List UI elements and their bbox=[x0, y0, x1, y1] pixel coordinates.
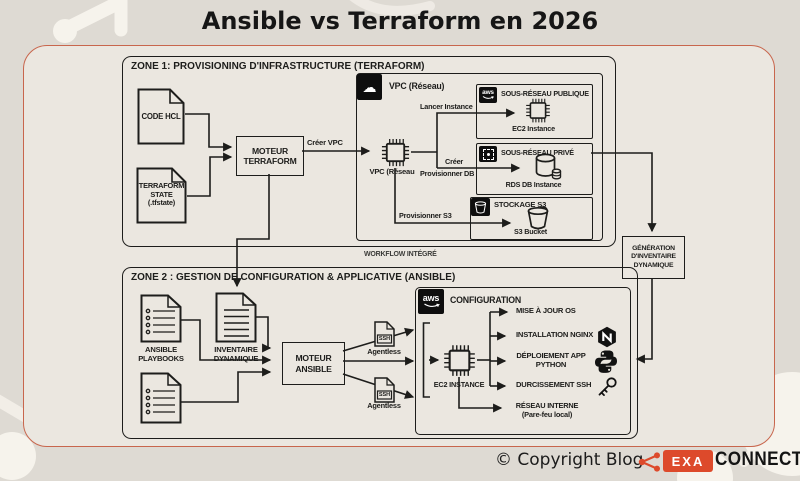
vpc-box bbox=[356, 73, 603, 241]
share-network-icon bbox=[638, 452, 660, 472]
generation-inventaire-label: GÉNÉRATION D'INVENTAIRE DYNAMIQUE bbox=[631, 245, 676, 269]
ec2-instance-label: EC2 Instance bbox=[512, 124, 555, 133]
code-hcl-document: CODE HCL bbox=[137, 88, 185, 145]
playbook-document-2 bbox=[140, 372, 182, 424]
moteur-terraform-box: MOTEUR TERRAFORM bbox=[236, 136, 304, 176]
copyright-text: © Copyright Blog bbox=[495, 450, 644, 470]
configuration-aws-badge: aws bbox=[418, 289, 444, 314]
s3-title: STOCKAGE S3 bbox=[494, 200, 547, 209]
task-reseau-interne: RÉSEAU INTERNE (Pare-feu local) bbox=[515, 401, 579, 419]
vpc-cloud-badge: ☁ bbox=[357, 74, 382, 100]
key-icon bbox=[598, 377, 617, 396]
logo-exa-badge: EXA bbox=[663, 450, 713, 472]
code-hcl-label: CODE HCL bbox=[141, 112, 181, 121]
ec2-chip-icon bbox=[526, 98, 550, 123]
config-ec2-label: EC2 INSTANCE bbox=[433, 380, 485, 389]
zone2-box bbox=[122, 267, 638, 439]
aws-logo-large: aws bbox=[422, 293, 440, 303]
ssh-label-top: SSH bbox=[378, 336, 391, 342]
task-installation-nginx: INSTALLATION NGINX bbox=[516, 330, 594, 339]
page-title: Ansible vs Terraform en 2026 bbox=[201, 7, 599, 35]
configuration-title: CONFIGURATION bbox=[450, 295, 522, 305]
public-subnet-title: SOUS-RÉSEAU PUBLIQUE bbox=[501, 89, 589, 98]
zone2-title: ZONE 2 : GESTION DE CONFIGURATION & APPL… bbox=[131, 272, 456, 283]
private-subnet-badge bbox=[479, 146, 497, 162]
agentless-label-bottom: Agentless bbox=[367, 401, 401, 410]
provisionner-db-label: Provisionner DB bbox=[420, 169, 475, 178]
ssh-label-bottom: SSH bbox=[378, 392, 391, 398]
rds-database-icon bbox=[535, 153, 562, 180]
ssh-document-top: SSH bbox=[374, 321, 395, 347]
zone1-title: ZONE 1: PROVISIONING D'INFRASTRUCTURE (T… bbox=[131, 61, 425, 72]
python-icon bbox=[595, 350, 617, 373]
config-ec2-chip-icon bbox=[444, 345, 475, 376]
agentless-label-top: Agentless bbox=[367, 347, 401, 356]
lancer-instance-label: Lancer Instance bbox=[420, 102, 473, 111]
inventaire-dynamique-document bbox=[215, 292, 257, 343]
creer-label: Créer bbox=[445, 157, 464, 166]
ansible-playbooks-document bbox=[140, 294, 182, 343]
aws-smile-icon bbox=[482, 96, 494, 100]
private-subnet-title: SOUS-RÉSEAU PRIVÉ bbox=[501, 148, 574, 157]
public-subnet-aws-badge: aws bbox=[479, 87, 497, 103]
cloud-icon: ☁ bbox=[362, 79, 377, 95]
task-durcissement-ssh: DURCISSEMENT SSH bbox=[516, 380, 592, 389]
vpc-title: VPC (Réseau) bbox=[389, 81, 445, 91]
bucket-icon bbox=[474, 200, 487, 214]
moteur-ansible-box: MOTEUR ANSIBLE bbox=[282, 342, 345, 385]
inventaire-dynamique-label: INVENTAIRE DYNAMIQUE bbox=[213, 345, 259, 363]
task-mise-a-jour-os: MISE À JOUR OS bbox=[516, 306, 576, 315]
terraform-state-label: TERRAFORM STATE (.tfstate) bbox=[138, 181, 185, 208]
vpc-chip-label: VPC (Réseau bbox=[369, 167, 415, 176]
creer-vpc-label: Créer VPC bbox=[307, 138, 343, 147]
public-subnet-box bbox=[476, 84, 593, 139]
moteur-terraform-label: MOTEUR TERRAFORM bbox=[243, 145, 297, 166]
aws-logo: aws bbox=[482, 88, 494, 96]
aws-smile-icon-large bbox=[423, 303, 440, 308]
rds-instance-label: RDS DB Instance bbox=[505, 180, 562, 189]
configuration-box bbox=[415, 287, 631, 435]
task-deploiement-python: DÉPLOIEMENT APP PYTHON bbox=[516, 351, 586, 369]
ssh-document-bottom: SSH bbox=[374, 377, 395, 403]
s3-bucket-label: S3 Bucket bbox=[514, 227, 547, 236]
nginx-icon bbox=[598, 326, 616, 348]
s3-box bbox=[470, 197, 593, 240]
logo-connect-text: CONNECT bbox=[715, 449, 800, 470]
logo-exa-text: EXA bbox=[671, 453, 705, 469]
s3-badge bbox=[471, 198, 490, 216]
moteur-ansible-label: MOTEUR ANSIBLE bbox=[295, 353, 332, 374]
workflow-integre-label: WORKFLOW INTÉGRÉ bbox=[364, 251, 437, 258]
zone1-box bbox=[122, 56, 616, 247]
ansible-playbooks-label: ANSIBLE PLAYBOOKS bbox=[138, 345, 184, 363]
provisionner-s3-label: Provisionner S3 bbox=[399, 211, 452, 220]
vpc-chip-icon bbox=[381, 138, 410, 167]
s3-bucket-icon bbox=[527, 206, 549, 230]
subnet-icon bbox=[482, 148, 494, 160]
private-subnet-box bbox=[476, 143, 593, 195]
terraform-state-document: TERRAFORM STATE (.tfstate) bbox=[136, 167, 187, 224]
